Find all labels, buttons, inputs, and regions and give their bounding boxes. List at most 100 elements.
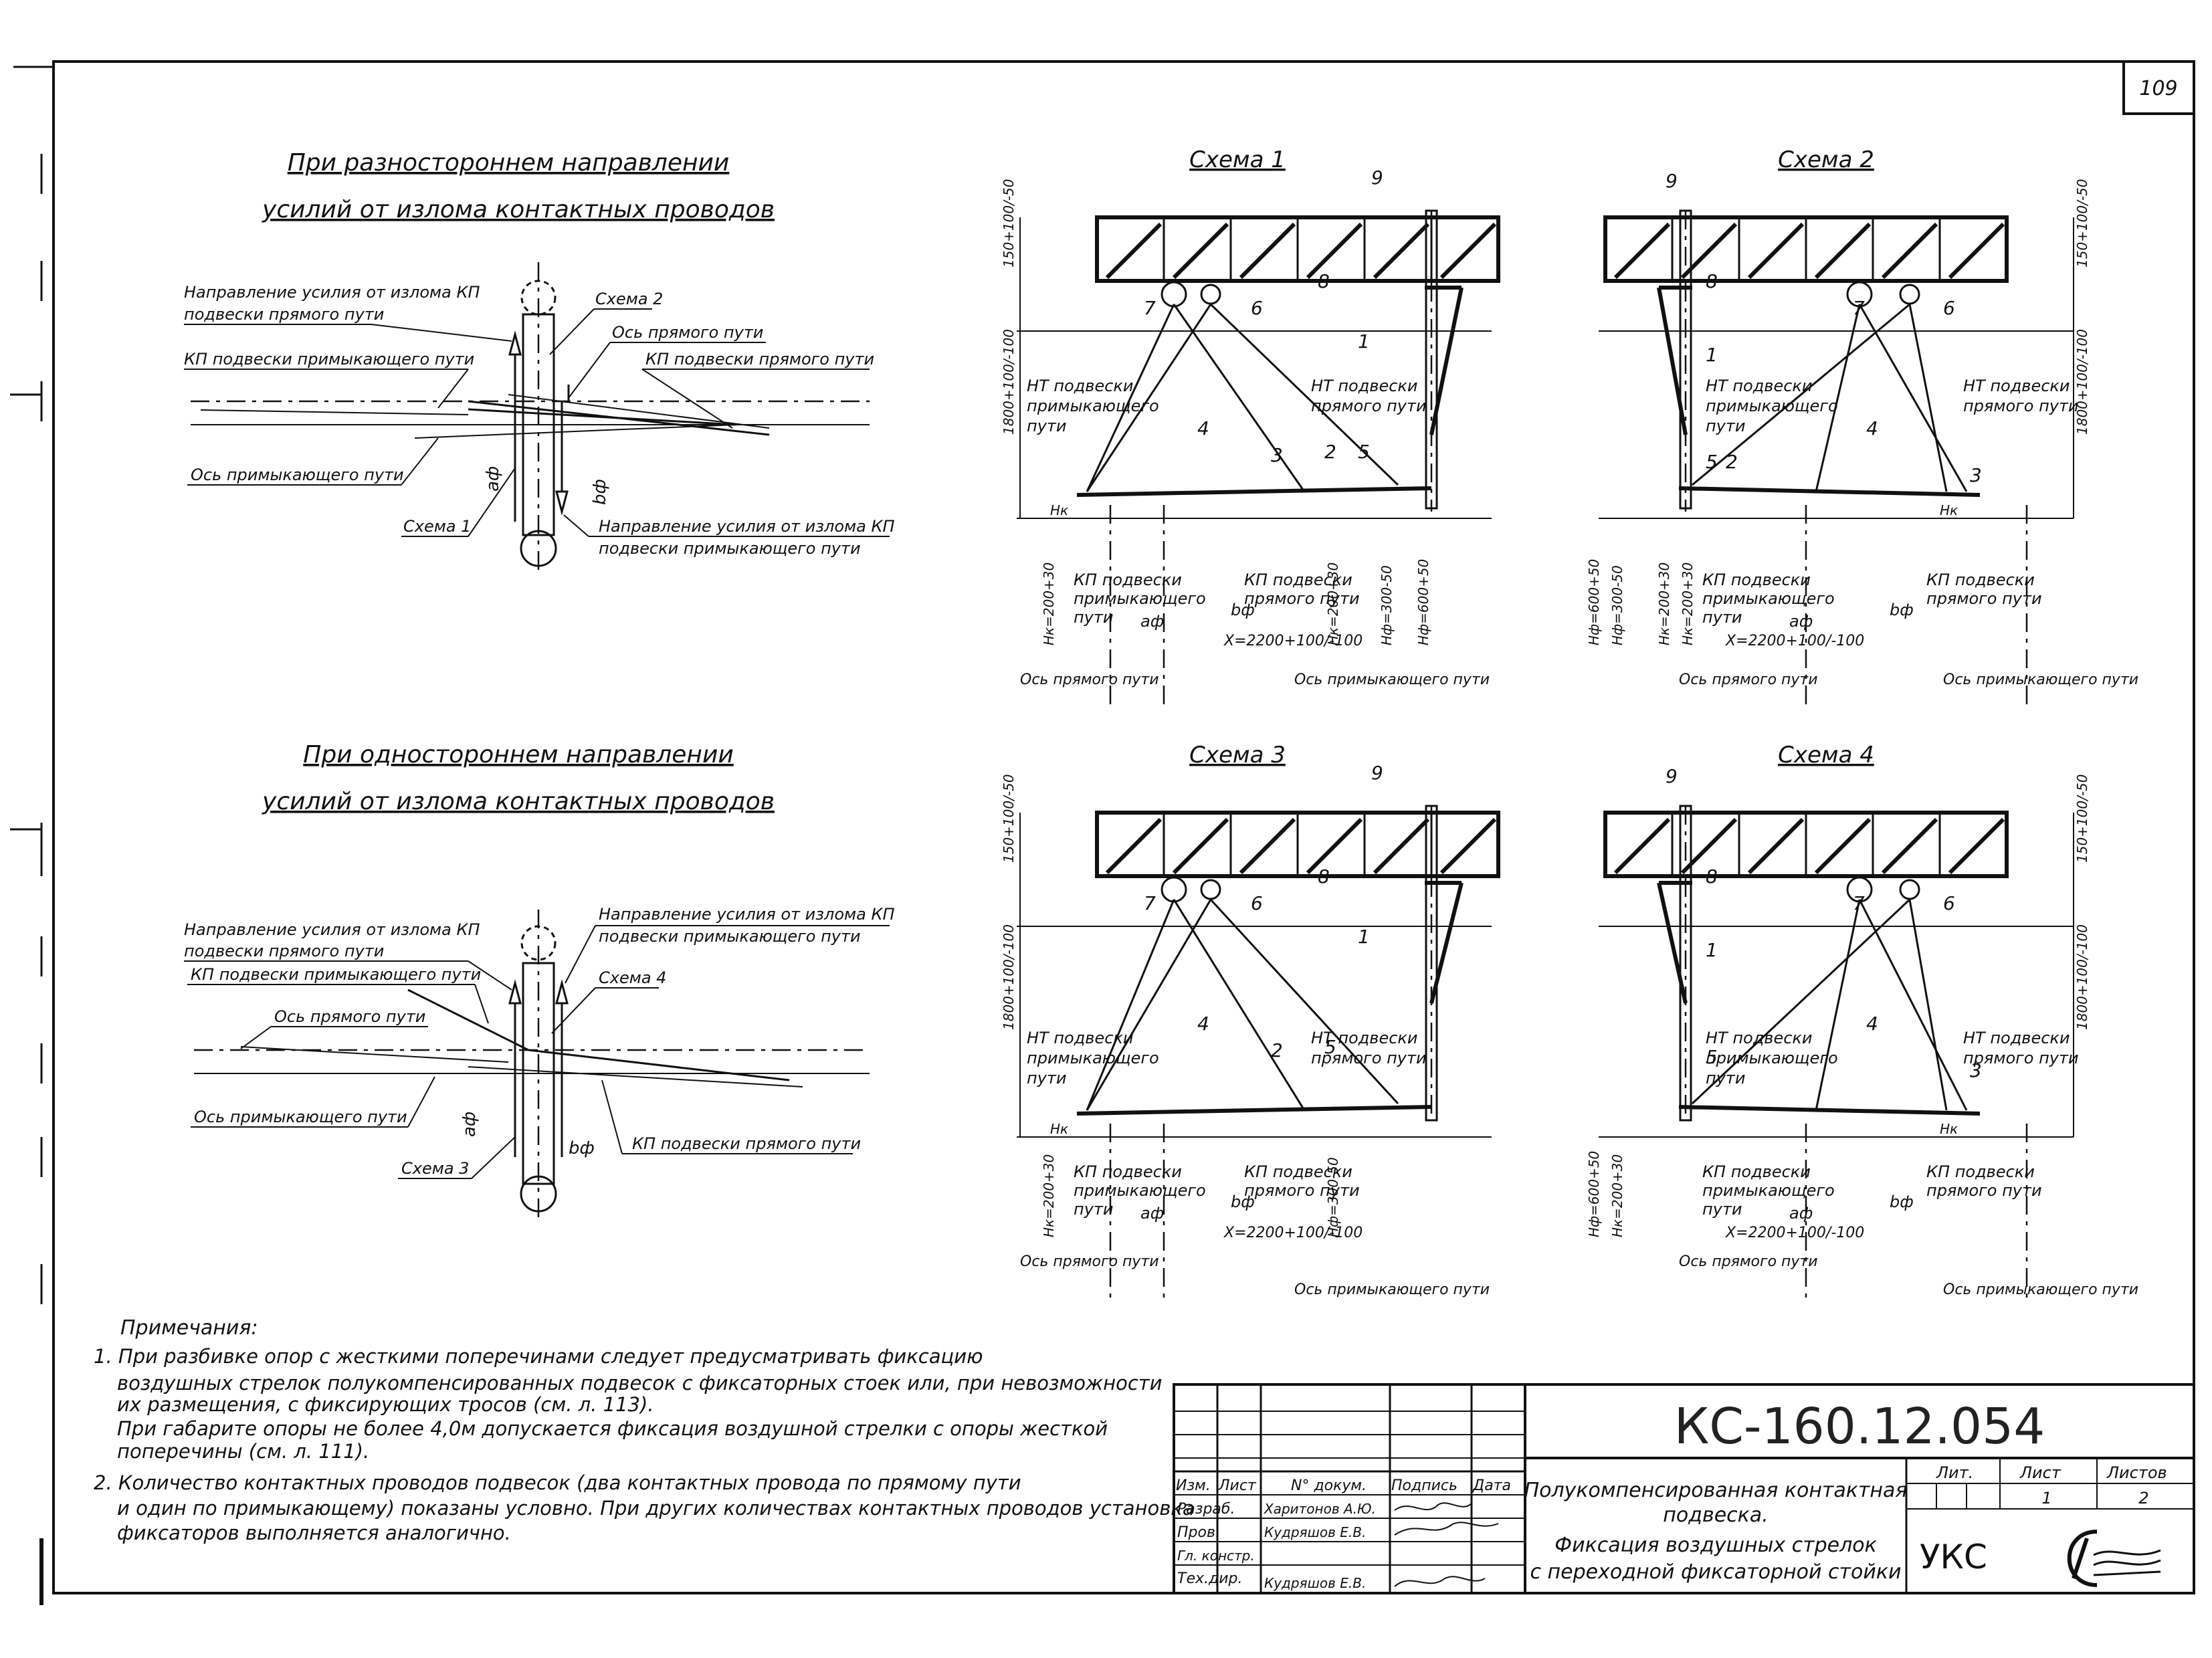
fixator-arm <box>1678 486 1981 497</box>
b1-dir-adj-2: подвески примыкающего пути <box>599 539 861 558</box>
item-number-2: 2 <box>1324 441 1336 463</box>
axis-left-label: Ось прямого пути <box>1020 671 1159 688</box>
axis-right-label: Ось примыкающего пути <box>1294 1281 1490 1298</box>
truss-diagonal <box>1105 817 1163 875</box>
dim-top: 150+100/-50 <box>1001 179 1017 268</box>
axis-right-label: Ось примыкающего пути <box>1943 1281 2138 1298</box>
truss-diagonal <box>1814 817 1872 875</box>
note-line-4: При габарите опоры не более 4,0м допуска… <box>117 1417 1108 1440</box>
truss-diagonal <box>1948 222 2005 280</box>
fixator-arm <box>1076 486 1432 497</box>
sheet-number-box <box>2122 60 2195 115</box>
truss-diagonal <box>1881 817 1938 875</box>
a-label: aф <box>1140 1204 1164 1223</box>
left-block-1: При разностороннем направлении усилий от… <box>184 149 895 575</box>
insulator-6 <box>1200 284 1221 305</box>
hk: Hк <box>1050 502 1068 518</box>
stamp-title-4: с переходной фиксаторной стойки <box>1530 1560 1902 1584</box>
truss-diagonal <box>1613 817 1671 875</box>
nt-left-3: пути <box>1027 1069 1066 1087</box>
item-number-2: 2 <box>1271 1039 1283 1061</box>
dim-h: 1800+100/-100 <box>1001 924 1017 1030</box>
x-dim: X=2200+100/-100 <box>1725 633 1864 649</box>
kp-right-2: прямого пути <box>1244 1181 1360 1200</box>
kp-left-2: примыкающего <box>1702 1181 1835 1200</box>
dim-h: 1800+100/-100 <box>2074 329 2090 435</box>
truss-diagonal <box>1239 817 1296 875</box>
nt-left-2: примыкающего <box>1706 397 1838 415</box>
block2-title-1: При одностороннем направлении <box>303 741 733 768</box>
h-label-1: Hк=200+30 <box>1041 562 1057 645</box>
stamp-role-3: Гл. констр. <box>1177 1548 1255 1564</box>
b1-b: bф <box>590 479 610 505</box>
stamp-name-1: Харитонов А.Ю. <box>1264 1501 1376 1517</box>
a-label: aф <box>1140 612 1164 631</box>
dim-top: 150+100/-50 <box>2074 774 2090 863</box>
brace <box>1657 287 1688 435</box>
h-label-3: Hк=200+30 <box>1656 562 1672 645</box>
item-number-8: 8 <box>1706 865 1718 888</box>
stamp-title-2: подвеска. <box>1663 1504 1768 1527</box>
axis-right-label: Ось примыкающего пути <box>1294 671 1490 688</box>
kp-left-3: пути <box>1074 1200 1113 1219</box>
kp-left-1: КП подвески <box>1702 571 1811 589</box>
a-label: aф <box>1789 612 1813 631</box>
nt-left-3: пути <box>1027 417 1066 435</box>
kp-left-2: примыкающего <box>1702 589 1835 608</box>
nt-right-1: НТ подвески <box>1963 377 2070 395</box>
item-number-1: 1 <box>1706 344 1718 366</box>
stamp-sheets: 2 <box>2138 1489 2148 1508</box>
h-label-1: Hк=200+30 <box>1041 1154 1057 1237</box>
sheet-number: 109 <box>2139 77 2177 100</box>
truss-diagonal <box>1172 817 1229 875</box>
kp-right-1: КП подвески <box>1244 571 1352 589</box>
nt-line-3 <box>1815 304 1861 492</box>
b2-a: aф <box>460 1112 480 1137</box>
truss-diagonal <box>1373 222 1430 280</box>
item-number-7: 7 <box>1853 892 1865 914</box>
signature-1 <box>1394 1502 1472 1511</box>
signature-3 <box>1394 1576 1486 1587</box>
nt-right-2: прямого пути <box>1311 1049 1427 1067</box>
h-label-1: Hф=600+50 <box>1586 559 1602 645</box>
truss-diagonal <box>1948 817 2005 875</box>
note-line-2: воздушных стрелок полукомпенсированных п… <box>117 1372 1163 1394</box>
kp-left-1: КП подвески <box>1074 571 1182 589</box>
item-number-5: 5 <box>1706 1046 1718 1068</box>
item-number-8: 8 <box>1706 270 1718 292</box>
item-number-6: 6 <box>1251 297 1263 319</box>
truss-diagonal <box>1747 817 1805 875</box>
kp-left-3: пути <box>1074 608 1113 627</box>
note-line-3: их размещения, с фиксирующих тросов (см.… <box>117 1393 654 1416</box>
item-number-3: 3 <box>1970 1059 1982 1081</box>
truss-diagonal <box>1306 222 1363 280</box>
scheme-title: Схема 1 <box>1189 146 1286 173</box>
item-number-5: 5 <box>1324 1036 1336 1058</box>
h-label-2: Hк=200+30 <box>1609 1154 1625 1237</box>
h-label-2: Hк=200+30 <box>1325 562 1341 645</box>
stamp-sheet-label: Лист <box>2019 1463 2062 1482</box>
left-block-2: При одностороннем направлении усилий от … <box>184 741 895 1217</box>
item-number-6: 6 <box>1251 892 1263 914</box>
item-number-9: 9 <box>1666 765 1678 787</box>
scheme-title: Схема 2 <box>1778 146 1874 173</box>
b2-dir-main-2: подвески прямого пути <box>184 942 384 960</box>
b-label: bф <box>1890 1193 1914 1211</box>
stamp-title-1: Полукомпенсированная контактная <box>1524 1479 1908 1502</box>
b1-scheme2: Схема 2 <box>595 290 663 308</box>
nt-line-main <box>1209 898 1399 1105</box>
nt-line-adj <box>1086 899 1175 1111</box>
dim-h: 1800+100/-100 <box>1001 329 1017 435</box>
b1-dir-main-1: Направление усилия от излома КП <box>184 283 480 302</box>
b2-kp-adj: КП подвески примыкающего пути <box>191 965 481 984</box>
block2-title-2: усилий от излома контактных проводов <box>262 788 775 815</box>
nt-right-1: НТ подвески <box>1311 1029 1418 1047</box>
truss-diagonal <box>1306 817 1363 875</box>
truss-diagonal <box>1172 222 1229 280</box>
item-number-9: 9 <box>1371 762 1383 784</box>
nt-left-1: НТ подвески <box>1027 1029 1134 1047</box>
